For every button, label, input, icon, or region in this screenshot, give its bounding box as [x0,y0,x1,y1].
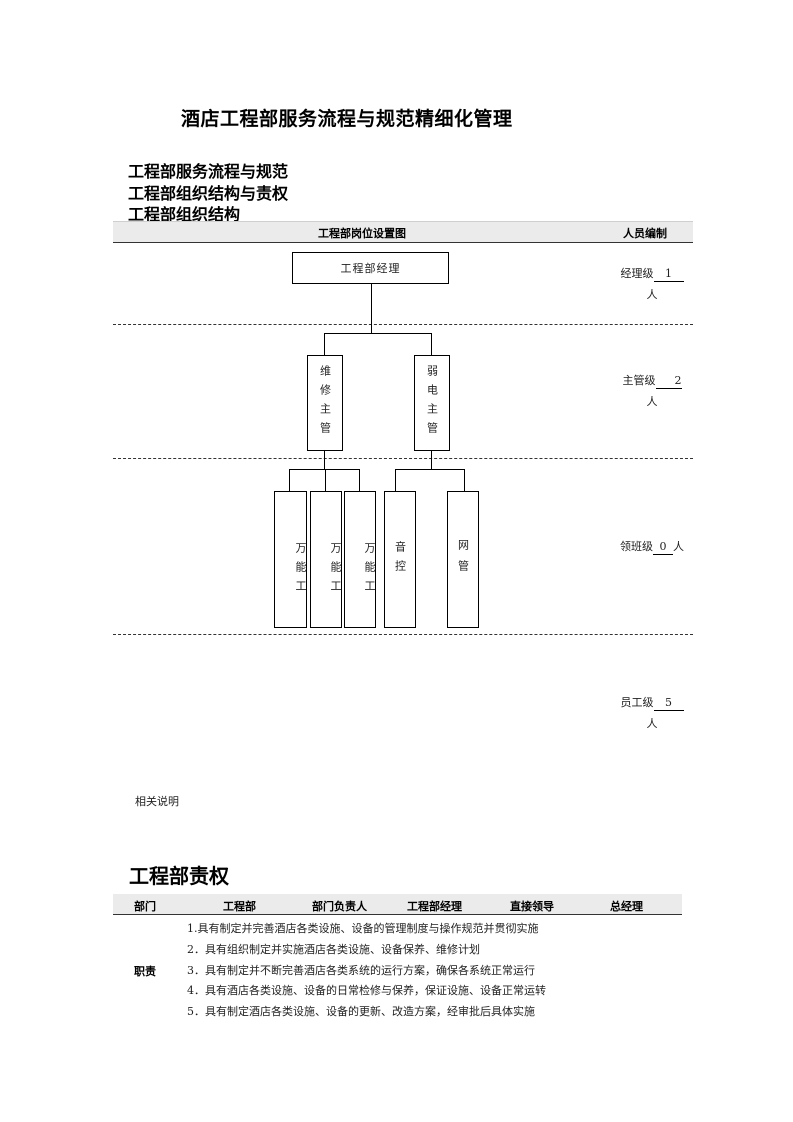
row-divider [113,914,180,915]
connector-line [324,333,432,334]
connector-line [431,333,432,355]
header-cell: 部门负责人 [312,900,367,913]
level-unit: 人 [646,395,658,408]
org-chart-header: 工程部岗位设置图 人员编制 [113,221,693,243]
duty-item: 5．具有制定酒店各类设施、设备的更新、改造方案，经审批后具体实施 [187,1005,535,1018]
header-cell: 总经理 [610,900,643,913]
responsibility-header: 部门 工程部 部门负责人 工程部经理 直接领导 总经理 [113,894,682,915]
org-box-handyman: 万能工 [310,491,342,628]
org-box-handyman: 万能工 [344,491,376,628]
duty-item: 1.具有制定并完善酒店各类设施、设备的管理制度与操作规范并贯彻实施 [187,922,539,935]
connector-line [289,469,290,491]
responsibility-title: 工程部责权 [129,864,229,888]
header-cell: 部门 [134,900,156,913]
staffing-header: 人员编制 [623,227,667,240]
level-label: 员工级 [620,696,654,709]
connector-line [324,450,325,469]
heading-org-structure: 工程部组织结构 [128,205,241,224]
connector-line [359,469,360,491]
duty-item: 3．具有制定并不断完善酒店各类系统的运行方案，确保各系统正常运行 [187,964,535,977]
header-cell: 直接领导 [510,900,554,913]
connector-line [464,469,465,491]
level-count: 2 [655,373,682,389]
heading-service-process: 工程部服务流程与规范 [128,162,289,181]
level-label: 主管级 [622,374,656,387]
connector-line [289,469,360,470]
duty-label: 职责 [134,965,156,978]
org-box-sound-control: 音控 [384,491,416,628]
level-unit: 人 [646,288,658,301]
org-chart-title: 工程部岗位设置图 [318,227,406,240]
connector-line [324,333,325,355]
level-count: 1 [653,266,684,282]
connector-line [325,469,326,491]
level-divider [113,634,693,635]
level-divider [113,458,693,459]
level-count: 0 [653,539,673,555]
level-divider [113,324,693,325]
document-title: 酒店工程部服务流程与规范精细化管理 [181,108,513,130]
level-label: 经理级 [620,267,654,280]
connector-line [395,469,396,491]
duty-item: 2．具有组织制定并实施酒店各类设施、设备保养、维修计划 [187,943,480,956]
header-cell: 工程部经理 [407,900,462,913]
org-box-manager: 工程部经理 [292,252,449,284]
level-label: 领班级 [620,540,653,553]
org-box-handyman: 万能工 [274,491,307,628]
org-box-maintenance-supervisor: 维修主管 [307,355,343,451]
level-unit: 人 [673,540,684,553]
org-box-network-admin: 网管 [447,491,479,628]
heading-org-rights: 工程部组织结构与责权 [128,184,289,203]
header-cell: 工程部 [223,900,256,913]
duty-item: 4．具有酒店各类设施、设备的日常检修与保养，保证设施、设备正常运转 [187,984,546,997]
related-notes: 相关说明 [135,795,179,808]
connector-line [395,469,465,470]
connector-line [431,450,432,469]
connector-line [371,283,372,333]
org-box-weak-current-supervisor: 弱电主管 [414,355,450,451]
level-unit: 人 [646,717,658,730]
level-count: 5 [653,695,684,711]
